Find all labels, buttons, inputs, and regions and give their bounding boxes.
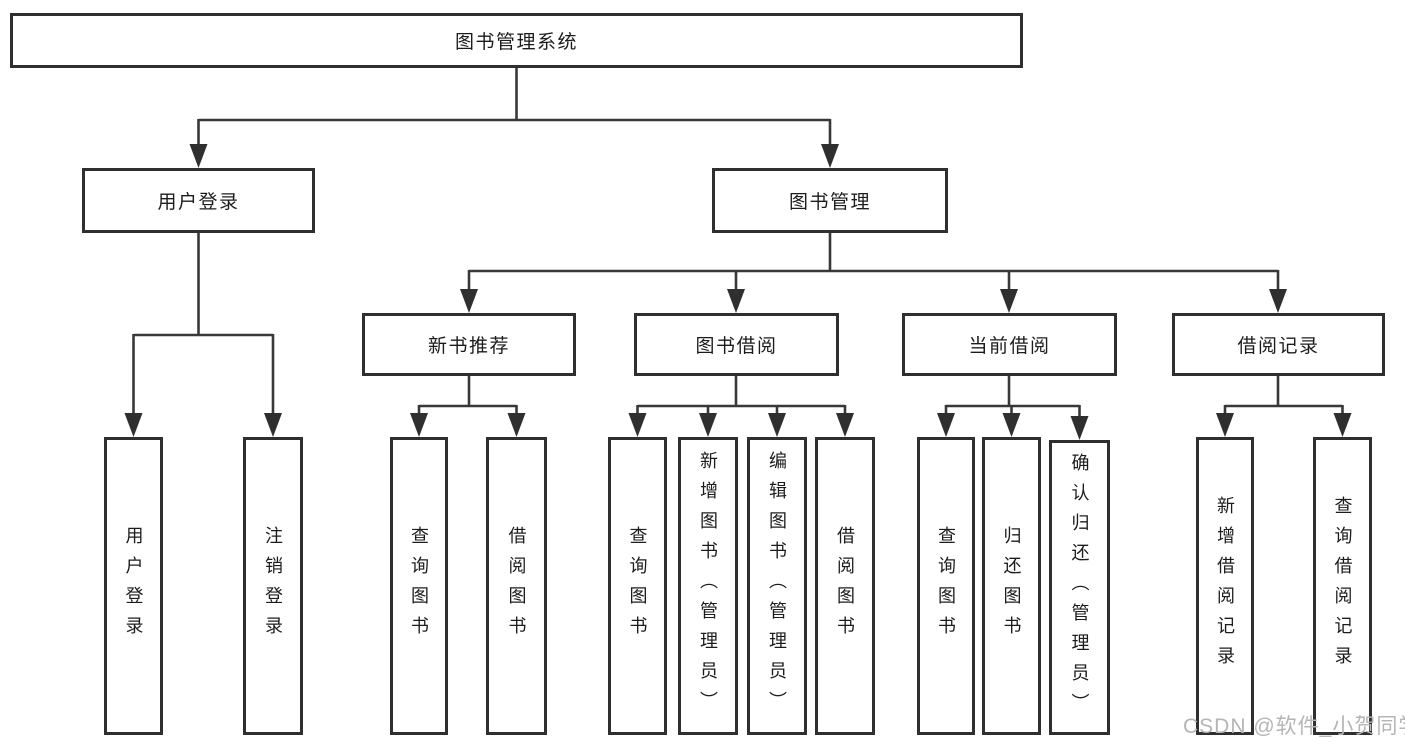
node-label: 借阅记录 <box>1237 336 1320 357</box>
node-current-borrow: 当前借阅 <box>902 313 1117 376</box>
node-leaf-newbook-borrow: 借阅图书 <box>486 437 547 735</box>
node-label: 查询借阅记录 <box>1332 496 1353 676</box>
node-leaf-records-add: 新增借阅记录 <box>1196 437 1254 735</box>
node-borrow-records: 借阅记录 <box>1172 313 1385 376</box>
node-label: 查询图书 <box>409 526 429 646</box>
node-label: 新增借阅记录 <box>1215 496 1235 676</box>
node-new-book-recommend: 新书推荐 <box>362 313 576 376</box>
node-library-system: 图书管理系统 <box>10 13 1023 68</box>
node-leaf-current-confirm-admin: 确认归还（管理员） <box>1049 440 1110 735</box>
node-leaf-borrow-add-admin: 新增图书（管理员） <box>678 437 738 735</box>
node-book-borrow: 图书借阅 <box>634 313 839 376</box>
node-user-login: 用户登录 <box>82 168 315 233</box>
node-label: 当前借阅 <box>968 336 1051 357</box>
node-label: 借阅图书 <box>835 526 855 646</box>
node-label: 图书借阅 <box>695 336 778 357</box>
node-label: 图书管理 <box>788 192 871 213</box>
node-leaf-borrow-borrow: 借阅图书 <box>815 437 875 735</box>
node-label: 用户登录 <box>157 192 240 213</box>
node-leaf-current-return: 归还图书 <box>982 437 1041 735</box>
node-label: 新书推荐 <box>427 336 510 357</box>
node-leaf-borrow-query: 查询图书 <box>608 437 667 735</box>
node-book-management: 图书管理 <box>712 168 948 233</box>
node-leaf-borrow-edit-admin: 编辑图书（管理员） <box>747 437 807 735</box>
node-label: 注销登录 <box>263 526 283 646</box>
node-label: 查询图书 <box>936 526 956 646</box>
node-leaf-records-query: 查询借阅记录 <box>1313 437 1372 735</box>
node-label: 编辑图书（管理员） <box>767 451 787 721</box>
node-leaf-current-query: 查询图书 <box>917 437 975 735</box>
node-label: 确认归还（管理员） <box>1069 452 1090 723</box>
node-label: 图书管理系统 <box>454 32 578 53</box>
node-label: 归还图书 <box>1001 526 1022 646</box>
node-leaf-newbook-query: 查询图书 <box>390 437 448 735</box>
node-label: 借阅图书 <box>506 526 527 646</box>
node-label: 查询图书 <box>627 526 648 646</box>
node-leaf-user-login: 用户登录 <box>104 437 163 735</box>
node-label: 新增图书（管理员） <box>698 451 718 721</box>
watermark: CSDN @软件_小贺同学 <box>1183 715 1405 738</box>
node-label: 用户登录 <box>123 526 144 646</box>
node-leaf-logout: 注销登录 <box>243 437 303 735</box>
